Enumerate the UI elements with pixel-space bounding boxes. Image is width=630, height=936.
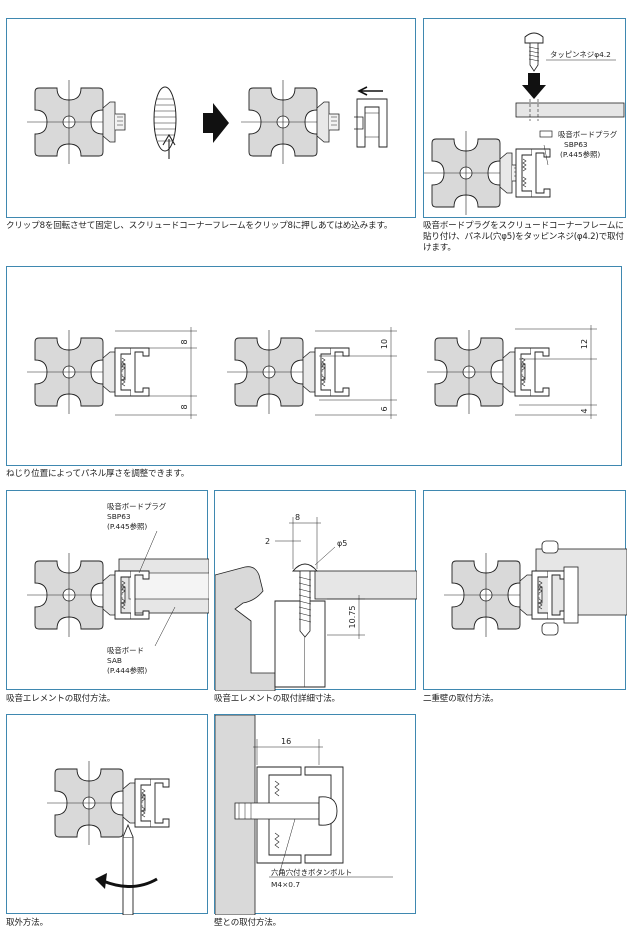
rotate-arrow-icon: [102, 877, 158, 888]
variant-a: 8 8: [26, 327, 197, 419]
panel-plug-mounting: タッピンネジφ4.2 吸音ボードプラグ SBP63 (P.445参照): [423, 18, 626, 218]
dim-a-bottom: 8: [180, 404, 189, 409]
board-name-label: 吸音ボード: [107, 646, 144, 655]
screw-shank: [299, 570, 311, 638]
caption-removal: 取外方法。: [6, 918, 48, 928]
caption-clip-rotation: クリップ8を回転させて固定し、スクリュードコーナーフレームをクリップ8に押しあて…: [6, 221, 393, 231]
bottom-plug: [541, 622, 559, 636]
variant-c: 12 4: [426, 325, 597, 419]
caption-detail-dimensions: 吸音エレメントの取付詳細寸法。: [214, 694, 340, 704]
dim-a-top: 8: [180, 339, 189, 344]
dim-b-bottom: 6: [380, 406, 389, 411]
panel-element-mounting: 吸音ボードプラグ SBP63 (P.445参照) 吸音ボード SAB (P.44…: [6, 490, 209, 690]
arrow-down-icon: [522, 73, 546, 99]
dim-hole: φ5: [337, 539, 347, 548]
board-section: [314, 570, 417, 600]
board-code-label: SAB: [107, 656, 122, 665]
panel-clip-rotation: [6, 18, 416, 218]
caption-element-mounting: 吸音エレメントの取付方法。: [6, 694, 116, 704]
panel-thickness-adjust: 8 8 10 6 12 4: [6, 266, 622, 466]
plug-name-label: 吸音ボードプラグ: [107, 502, 167, 511]
panel-removal: [6, 714, 208, 915]
profile-drawing: [424, 130, 513, 216]
panel-double-wall: [423, 490, 627, 690]
bolt-name-label: 六角穴付きボタンボルト: [271, 868, 352, 877]
profile-drawing: [240, 79, 330, 165]
panel-wall-mounting: 16 六角穴付きボタンボルト M4×0.7: [214, 714, 416, 915]
panel-detail-dimensions: 8 2 φ5 10.75: [214, 490, 417, 691]
plug-code-label: SBP63: [564, 140, 588, 149]
panel-board: [515, 102, 625, 118]
dim-wall-width: 16: [281, 737, 291, 746]
clip-drawing: [316, 101, 340, 143]
rotation-icon: [153, 86, 177, 159]
dim-b-top: 10: [380, 339, 389, 349]
dim-height: 10.75: [348, 606, 357, 629]
arrow-right-icon: [203, 103, 229, 143]
top-plug: [541, 540, 559, 554]
profile-drawing: [26, 79, 116, 165]
board-ref-label: (P.444参照): [107, 666, 147, 675]
bracket-drawing: [515, 148, 551, 198]
plug-name-label: 吸音ボードプラグ: [558, 130, 618, 139]
plug-code-label: SBP63: [107, 512, 131, 521]
plug-ref-label: (P.445参照): [560, 150, 600, 159]
caption-thickness-adjust: ねじり位置によってパネル厚さを調整できます。: [6, 469, 190, 479]
arrow-left-icon: [357, 86, 383, 96]
bolt-head: [318, 796, 338, 826]
caption-double-wall: 二重壁の取付方法。: [423, 694, 499, 704]
plug-legend-box: [539, 130, 553, 138]
frame-drawing: [354, 98, 388, 148]
plug-ref-label: (P.445参照): [107, 522, 147, 531]
screwdriver-icon: [122, 836, 134, 915]
dim-width: 8: [295, 513, 300, 522]
variant-b: 10 6: [226, 327, 397, 419]
clip-drawing: [102, 101, 126, 143]
dim-c-bottom: 4: [580, 408, 589, 413]
bolt-size-label: M4×0.7: [271, 880, 300, 889]
screw-head: [292, 563, 318, 572]
profile-section: [215, 566, 276, 691]
dim-c-top: 12: [580, 339, 589, 349]
dim-gap: 2: [265, 537, 270, 546]
tapping-screw-drawing: [524, 32, 544, 72]
tapping-screw-label: タッピンネジφ4.2: [550, 50, 611, 59]
caption-plug-mounting: 吸音ボードプラグをスクリュードコーナーフレームに貼り付け、パネル(穴φ5)をタッ…: [423, 221, 624, 253]
bolt-shank: [234, 802, 320, 820]
caption-wall-mounting: 壁との取付方法。: [214, 918, 282, 928]
